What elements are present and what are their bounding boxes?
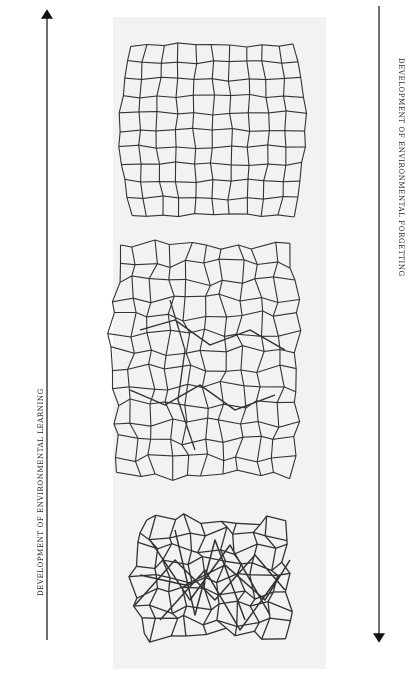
learning-axis-label: DEVELOPMENT OF ENVIRONMENTAL LEARNING bbox=[37, 388, 45, 596]
intact-grid bbox=[119, 43, 307, 217]
tangled-grid bbox=[129, 514, 292, 642]
crumpled-grid bbox=[108, 240, 301, 480]
forgetting-axis-label: DEVELOPMENT OF ENVIRONMENTAL FORGETTING bbox=[397, 58, 405, 277]
